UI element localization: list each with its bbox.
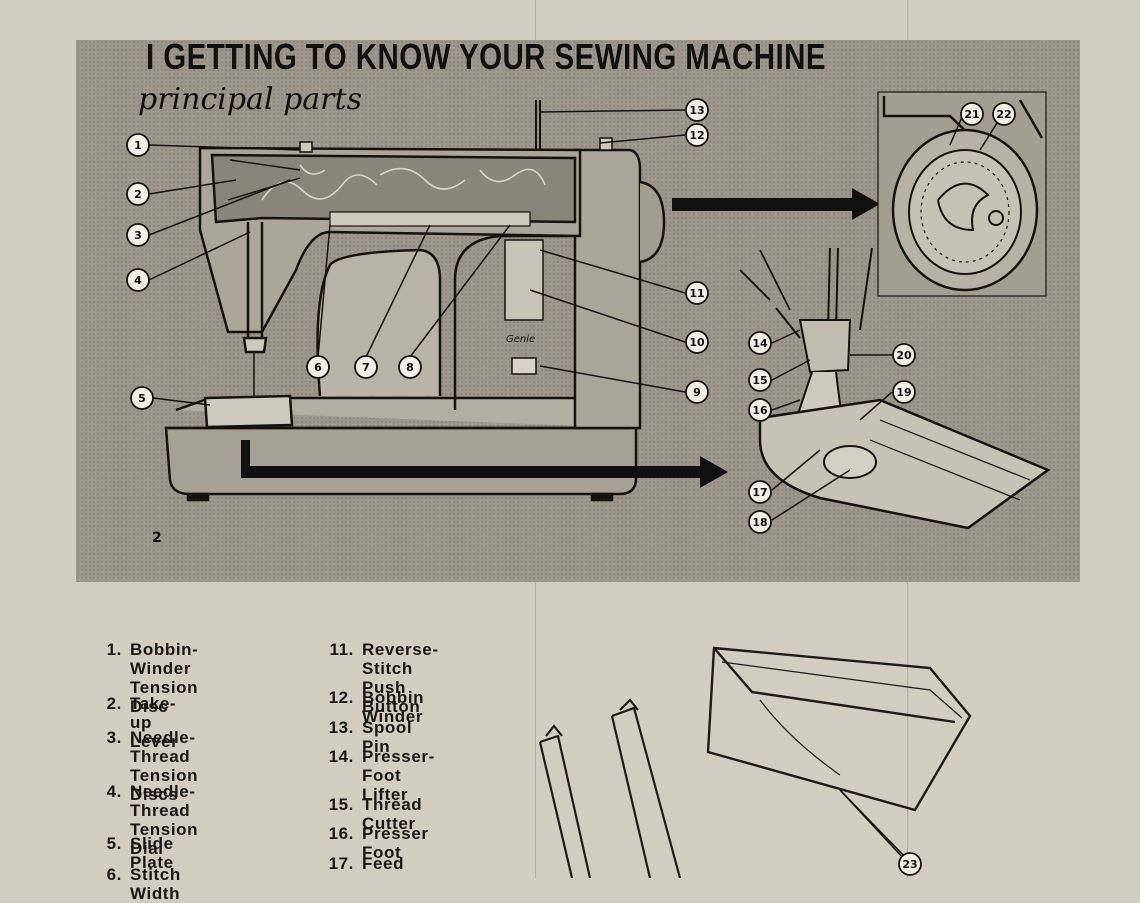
sewing-machine-drawing: Genie <box>164 100 666 502</box>
callout-12: 12 <box>685 123 709 147</box>
list-item-number: 15. <box>328 795 354 814</box>
list-item-number: 6. <box>106 865 122 884</box>
svg-text:11: 11 <box>689 287 704 300</box>
accessory-box-drawings <box>538 698 682 878</box>
callout-1: 1 <box>126 133 150 157</box>
callout-23: 23 <box>898 852 922 876</box>
svg-text:23: 23 <box>902 858 917 871</box>
callout-19: 19 <box>892 380 916 404</box>
callout-10: 10 <box>685 330 709 354</box>
page-title: I GETTING TO KNOW YOUR SEWING MACHINE <box>146 36 826 77</box>
svg-text:2: 2 <box>134 188 142 201</box>
svg-text:15: 15 <box>752 374 767 387</box>
list-item-label: Spool Pin <box>362 718 413 756</box>
list-item-label: Take-up Lever <box>130 694 179 751</box>
callout-5: 5 <box>130 386 154 410</box>
callout-9: 9 <box>685 380 709 404</box>
svg-text:21: 21 <box>964 108 979 121</box>
svg-text:4: 4 <box>134 274 142 287</box>
list-item-label: Slide Plate <box>130 834 174 872</box>
list-item-number: 12. <box>328 688 354 707</box>
list-item-number: 4. <box>106 782 122 801</box>
callout-4: 4 <box>126 268 150 292</box>
callout-22: 22 <box>992 102 1016 126</box>
callout-15: 15 <box>748 368 772 392</box>
list-item-number: 11. <box>329 640 354 659</box>
list-item-label: Presser Foot <box>362 824 429 862</box>
callout-13: 13 <box>685 98 709 122</box>
svg-text:17: 17 <box>752 486 767 499</box>
list-item-number: 14. <box>328 747 354 766</box>
callout-3: 3 <box>126 223 150 247</box>
needle-plate-detail <box>739 247 1051 530</box>
svg-text:22: 22 <box>996 108 1011 121</box>
manual-illustration: Genie <box>126 91 1051 878</box>
svg-text:14: 14 <box>752 337 768 350</box>
arrow-to-needle-plate <box>241 440 728 488</box>
svg-text:7: 7 <box>362 361 370 374</box>
list-item-label: Feed <box>362 854 405 873</box>
callout-8: 8 <box>398 355 422 379</box>
page-subtitle: principal parts <box>138 82 362 117</box>
callout-7: 7 <box>354 355 378 379</box>
page-number: 2 <box>152 530 162 546</box>
callout-20: 20 <box>892 343 916 367</box>
bobbin-case-inset <box>877 91 1047 297</box>
svg-text:10: 10 <box>689 336 705 349</box>
arrow-to-bobbin-case <box>672 188 880 220</box>
callout-6: 6 <box>306 355 330 379</box>
callout-16: 16 <box>748 398 772 422</box>
svg-text:1: 1 <box>134 139 142 152</box>
svg-text:16: 16 <box>752 404 768 417</box>
svg-text:13: 13 <box>689 104 704 117</box>
list-item-label: Thread Cutter <box>362 795 423 833</box>
part-callouts: 1 2 3 4 5 6 7 8 9 10 11 12 13 14 15 16 1… <box>126 98 1016 876</box>
callout-17: 17 <box>748 480 772 504</box>
svg-text:19: 19 <box>896 386 911 399</box>
callout-11: 11 <box>685 281 709 305</box>
svg-text:18: 18 <box>752 516 767 529</box>
svg-text:3: 3 <box>134 229 142 242</box>
svg-text:6: 6 <box>314 361 322 374</box>
svg-text:8: 8 <box>406 361 414 374</box>
callout-21: 21 <box>960 102 984 126</box>
zipper-bag-drawing <box>706 646 972 861</box>
list-item-number: 3. <box>106 728 122 747</box>
list-item-number: 16. <box>328 824 354 843</box>
list-item-number: 13. <box>328 718 354 737</box>
svg-text:5: 5 <box>138 392 146 405</box>
svg-text:9: 9 <box>693 386 701 399</box>
callout-14: 14 <box>748 331 772 355</box>
list-item-number: 2. <box>106 694 122 713</box>
callout-18: 18 <box>748 510 772 534</box>
machine-badge: Genie <box>506 334 535 345</box>
list-item-number: 5. <box>106 834 122 853</box>
list-item-label: Stitch Width <box>130 865 181 903</box>
list-item-number: 17. <box>328 854 354 873</box>
list-item-label: Bobbin Winder <box>362 688 425 726</box>
list-item-number: 1. <box>106 640 122 659</box>
callout-2: 2 <box>126 182 150 206</box>
svg-text:20: 20 <box>896 349 912 362</box>
svg-text:12: 12 <box>689 129 704 142</box>
